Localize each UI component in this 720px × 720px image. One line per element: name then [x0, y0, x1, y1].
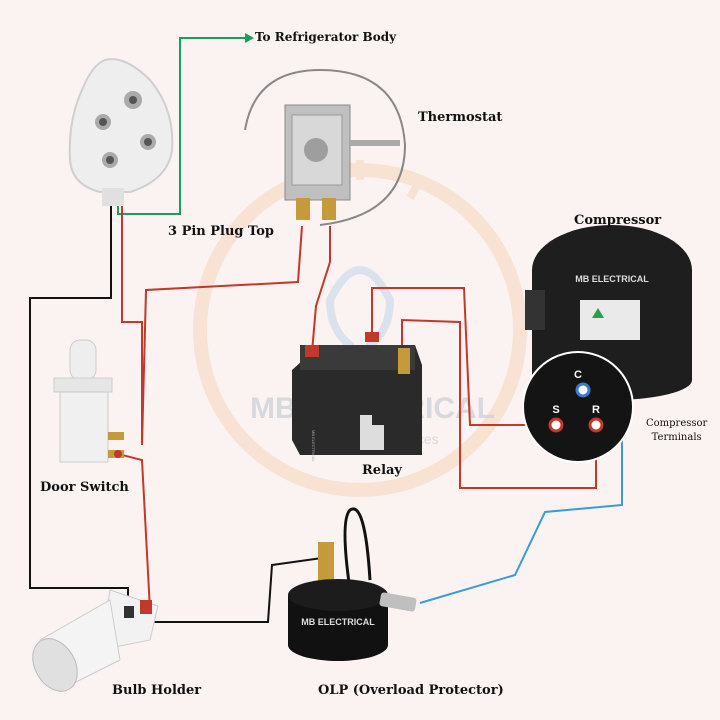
relay-brand: MB ELECTRICAL [311, 430, 316, 463]
neutral-wire [29, 200, 129, 614]
terminal-r-label: R [592, 404, 600, 416]
compressor-terminals-label: Compressor Terminals [646, 417, 707, 445]
plug-illustration [68, 58, 174, 206]
terminal-c-label: C [574, 369, 582, 381]
refrigerator-body-label: To Refrigerator Body [255, 30, 397, 44]
phase-wire [121, 200, 143, 445]
earth-arrow [245, 33, 254, 43]
bulb-holder-label: Bulb Holder [112, 683, 202, 698]
compressor-terminals: C S R [522, 351, 634, 463]
compressor-terminals-line2: Terminals [651, 432, 702, 443]
thermostat-label: Thermostat [418, 110, 503, 125]
relay-r-wire [401, 318, 597, 489]
earth-wire [117, 37, 245, 215]
compressor-terminals-line1: Compressor [646, 418, 708, 429]
olp-illustration: MB ELECTRICAL [288, 507, 417, 661]
phase-wire-thermo [141, 225, 303, 446]
bulb-holder-illustration [32, 589, 159, 692]
door-switch-illustration [53, 339, 124, 463]
switch-to-bulb-wire [121, 454, 151, 611]
neutral-wire-olp [150, 557, 323, 623]
thermo-relay-wire [311, 226, 331, 353]
door-switch-label: Door Switch [40, 480, 129, 495]
relay-s-wire [371, 287, 552, 426]
terminal-s-label: S [552, 404, 559, 416]
compressor-label: Compressor [574, 213, 662, 228]
olp-brand: MB ELECTRICAL [301, 617, 375, 627]
relay-label: Relay [362, 463, 402, 478]
plug-label: 3 Pin Plug Top [168, 224, 274, 239]
olp-label: OLP (Overload Protector) [318, 683, 504, 698]
relay-illustration: MB ELECTRICAL [292, 332, 422, 463]
compressor-brand: MB ELECTRICAL [575, 274, 649, 284]
thermostat-illustration [244, 68, 407, 226]
